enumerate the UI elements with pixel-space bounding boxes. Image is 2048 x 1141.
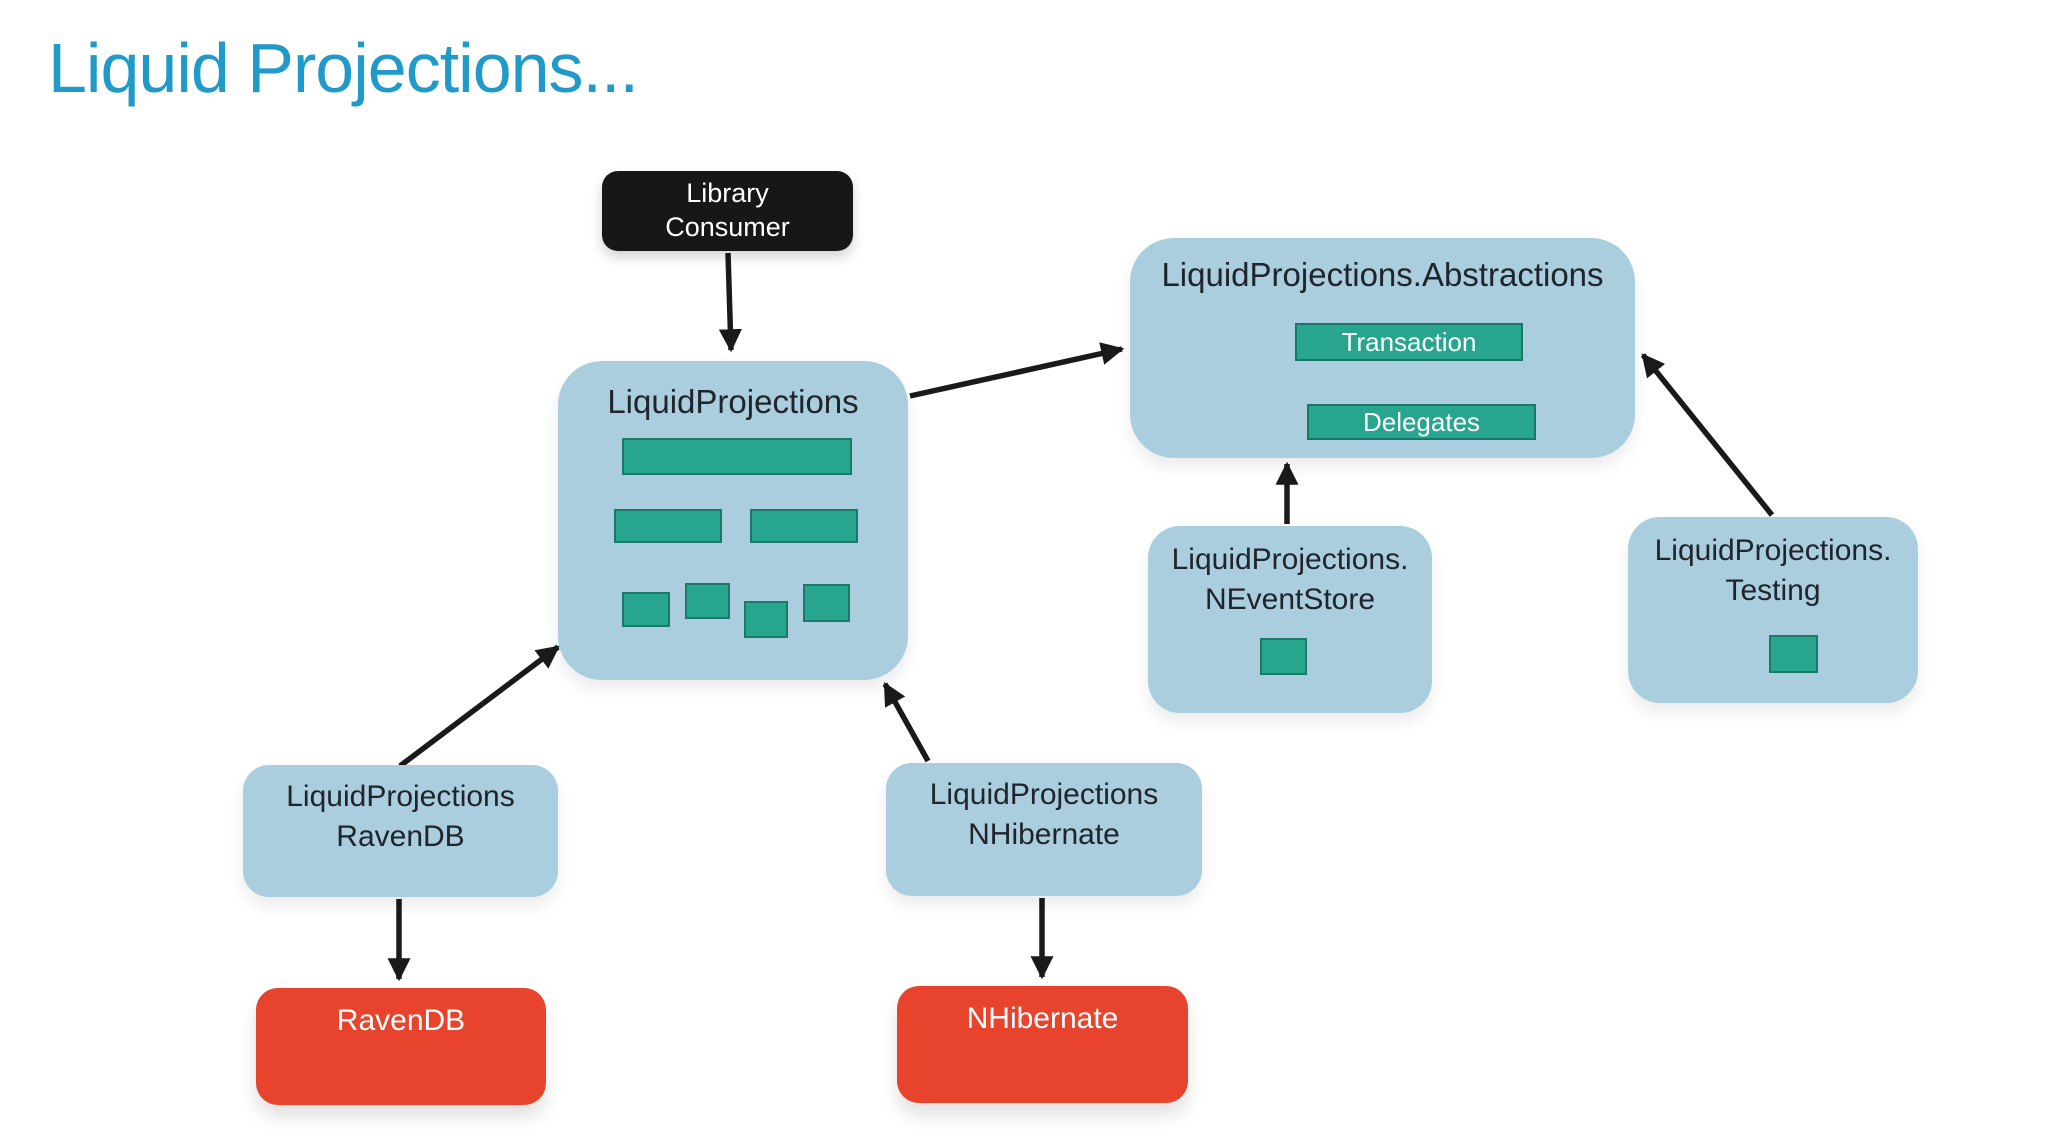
- member-delegates: Delegates: [1307, 404, 1536, 440]
- node-testing: LiquidProjections. Testing: [1628, 517, 1918, 703]
- node-label-line: Testing: [1725, 573, 1821, 607]
- arrow-consumer-to-liquidprojections: [718, 252, 742, 353]
- node-lp-nhibernate: LiquidProjections NHibernate: [886, 763, 1202, 896]
- node-library-consumer: Library Consumer: [602, 171, 853, 251]
- node-label-line: Library: [686, 178, 769, 209]
- member-block: [1769, 635, 1818, 673]
- member-block: [622, 592, 670, 627]
- member-block: [622, 438, 852, 475]
- node-label: NHibernate: [966, 1002, 1119, 1035]
- node-label: RavenDB: [336, 1004, 466, 1037]
- node-label-line: NEventStore: [1204, 582, 1376, 616]
- member-block: [750, 509, 858, 543]
- node-liquid-projections: LiquidProjections: [558, 361, 908, 680]
- node-neventstore: LiquidProjections. NEventStore: [1148, 526, 1432, 713]
- member-block: [1260, 638, 1307, 675]
- node-label-line: NHibernate: [968, 817, 1120, 851]
- member-block: [614, 509, 722, 543]
- member-transaction: Transaction: [1295, 323, 1523, 361]
- node-lp-ravendb: LiquidProjections RavenDB: [243, 765, 558, 897]
- page-title: Liquid Projections...: [48, 29, 639, 107]
- member-block: [803, 584, 850, 622]
- arrow-lpnhibernate-to-liquidprojections: [882, 681, 931, 763]
- node-ravendb: RavenDB: [256, 988, 546, 1105]
- node-abstractions: LiquidProjections.Abstractions Transacti…: [1130, 238, 1635, 458]
- member-block: [744, 601, 788, 638]
- node-label-line: LiquidProjections: [929, 778, 1159, 811]
- node-label: LiquidProjections: [607, 383, 859, 420]
- node-label-line: LiquidProjections.: [1654, 534, 1892, 567]
- arrow-liquidprojections-to-abstractions: [909, 342, 1125, 399]
- node-label-line: RavenDB: [336, 819, 465, 853]
- node-label-line: Consumer: [665, 212, 790, 242]
- node-label-line: LiquidProjections.: [1171, 543, 1409, 576]
- node-label: LiquidProjections.Abstractions: [1161, 256, 1604, 293]
- arrow-lpravendb-to-liquidprojections: [398, 644, 560, 769]
- arrow-testing-to-abstractions: [1640, 353, 1775, 517]
- node-nhibernate: NHibernate: [897, 986, 1188, 1103]
- node-label-line: LiquidProjections: [286, 780, 515, 813]
- member-block: [685, 583, 730, 619]
